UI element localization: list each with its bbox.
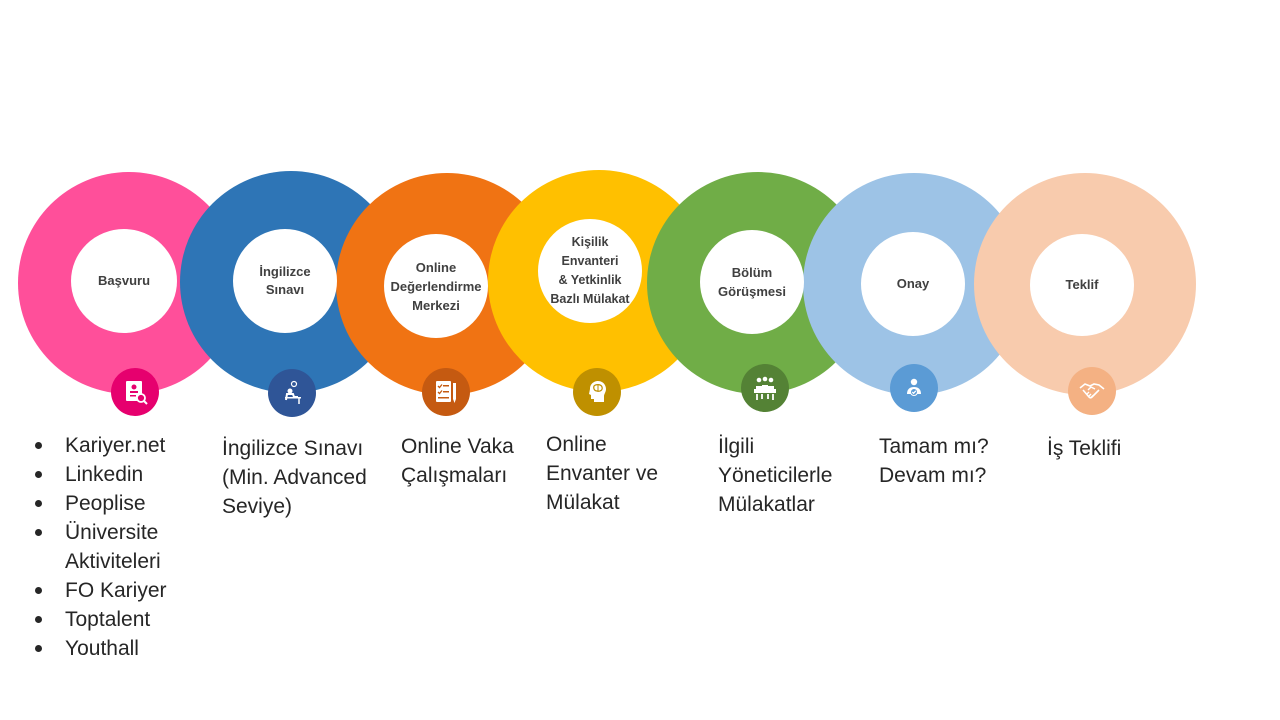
desc-onay: Tamam mı? Devam mı?: [879, 435, 989, 487]
step-circle-teklif: Teklif: [1030, 234, 1134, 336]
step-circle-basvuru: Başvuru: [71, 229, 177, 333]
desc-ingilizce: İngilizce Sınavı (Min. Advanced Seviye): [222, 437, 367, 518]
list-item: Peoplise: [30, 489, 167, 518]
resume-search-icon: [111, 368, 159, 416]
step-title-teklif: Teklif: [1065, 277, 1099, 292]
step-title-online-degerlendirme: Online Değerlendirme Merkezi: [390, 259, 482, 313]
list-item: Linkedin: [30, 460, 167, 489]
desc-yoneticiler: İlgili Yöneticilerle Mülakatlar: [718, 435, 833, 516]
head-brain-icon: [573, 368, 621, 416]
sources-list: Kariyer.net Linkedin Peoplise Üniversite…: [30, 431, 167, 663]
desc-teklif: İş Teklifi: [1047, 437, 1122, 460]
step-title-onay: Onay: [896, 276, 930, 291]
meeting-icon: [741, 364, 789, 412]
step-circle-kisilik: Kişilik Envanteri & Yetkinlik Bazlı Müla…: [538, 219, 642, 323]
step-title-kisilik: Kişilik Envanteri & Yetkinlik Bazlı Müla…: [550, 235, 630, 306]
approval-person-icon: [890, 364, 938, 412]
list-item: Toptalent: [30, 605, 167, 634]
step-circle-ingilizce: İngilizce Sınavı: [233, 229, 337, 333]
step-circle-bolum: Bölüm Görüşmesi: [700, 230, 804, 334]
step-circle-online-degerlendirme: Online Değerlendirme Merkezi: [384, 234, 488, 338]
step-circle-onay: Onay: [861, 232, 965, 336]
desc-online-vaka: Online Vaka Çalışmaları: [401, 435, 514, 487]
exam-desk-icon: [268, 369, 316, 417]
list-item: FO Kariyer: [30, 576, 167, 605]
checklist-pen-icon: [422, 368, 470, 416]
desc-envanter: Online Envanter ve Mülakat: [546, 433, 659, 514]
step-title-bolum: Bölüm Görüşmesi: [718, 265, 786, 299]
handshake-icon: [1068, 367, 1116, 415]
step-title-basvuru: Başvuru: [97, 273, 151, 288]
list-item: Youthall: [30, 634, 167, 663]
list-item: Üniversite Aktiviteleri: [30, 518, 167, 576]
step-title-ingilizce: İngilizce Sınavı: [259, 264, 311, 297]
list-item: Kariyer.net: [30, 431, 167, 460]
